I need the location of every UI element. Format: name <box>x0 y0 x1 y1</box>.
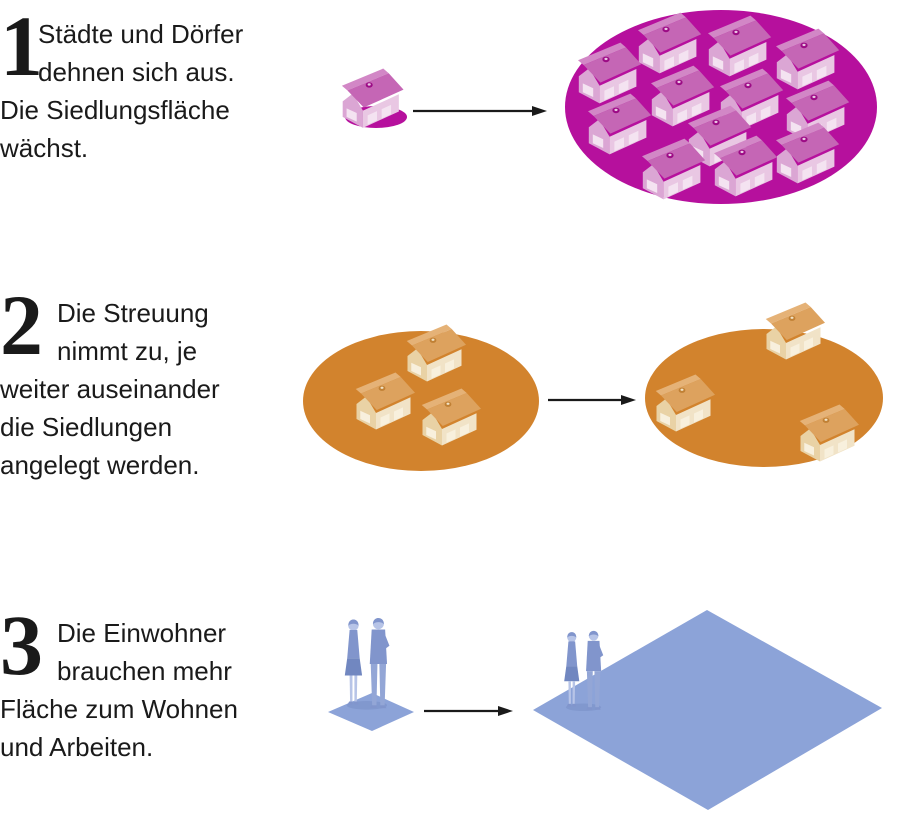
small-land-area <box>328 617 414 731</box>
step1-graphics <box>341 10 877 204</box>
step-3-text-block: 3 Die Einwohner brauchen mehr Fläche zum… <box>0 602 310 766</box>
step-3-line: und Arbeiten. <box>0 732 154 762</box>
small-settlement <box>341 68 407 128</box>
step3-graphics <box>328 610 882 810</box>
right-arrow-icon <box>413 106 547 116</box>
large-settlement <box>565 10 877 204</box>
step-2-line: die Siedlungen <box>0 412 173 442</box>
step-3-number: 3 <box>0 597 43 693</box>
step-1-line: Die Siedlungsfläche <box>0 95 230 125</box>
large-land-diamond <box>533 610 882 810</box>
small-land-diamond <box>328 693 414 731</box>
step-1-line: Städte und Dörfer <box>38 19 244 49</box>
clustered-settlement-area <box>303 331 539 471</box>
step-1-number: 1 <box>0 0 43 94</box>
step-2-number: 2 <box>0 277 43 373</box>
large-land-area <box>533 610 882 810</box>
step-2-line: nimmt zu, je <box>57 336 198 366</box>
right-arrow-icon <box>424 706 513 716</box>
step-2-line: Die Streuung <box>57 298 209 328</box>
step-2-line: weiter auseinander <box>0 374 220 404</box>
step-2-text-block: 2 Die Streuung nimmt zu, je weiter ausei… <box>0 282 310 484</box>
right-arrow-icon <box>548 395 636 405</box>
dispersed-settlement <box>645 302 883 467</box>
step-3-line: brauchen mehr <box>57 656 232 686</box>
step-3-line: Die Einwohner <box>57 618 227 648</box>
step-1-line: wächst. <box>0 133 89 163</box>
step-1-line: dehnen sich aus. <box>38 57 235 87</box>
step-2-line: angelegt werden. <box>0 450 200 480</box>
clustered-settlement <box>303 324 539 471</box>
step-3-line: Fläche zum Wohnen <box>0 694 238 724</box>
step2-graphics <box>303 302 883 471</box>
step-1-text-block: 1 Städte und Dörfer dehnen sich aus. Die… <box>0 3 310 167</box>
